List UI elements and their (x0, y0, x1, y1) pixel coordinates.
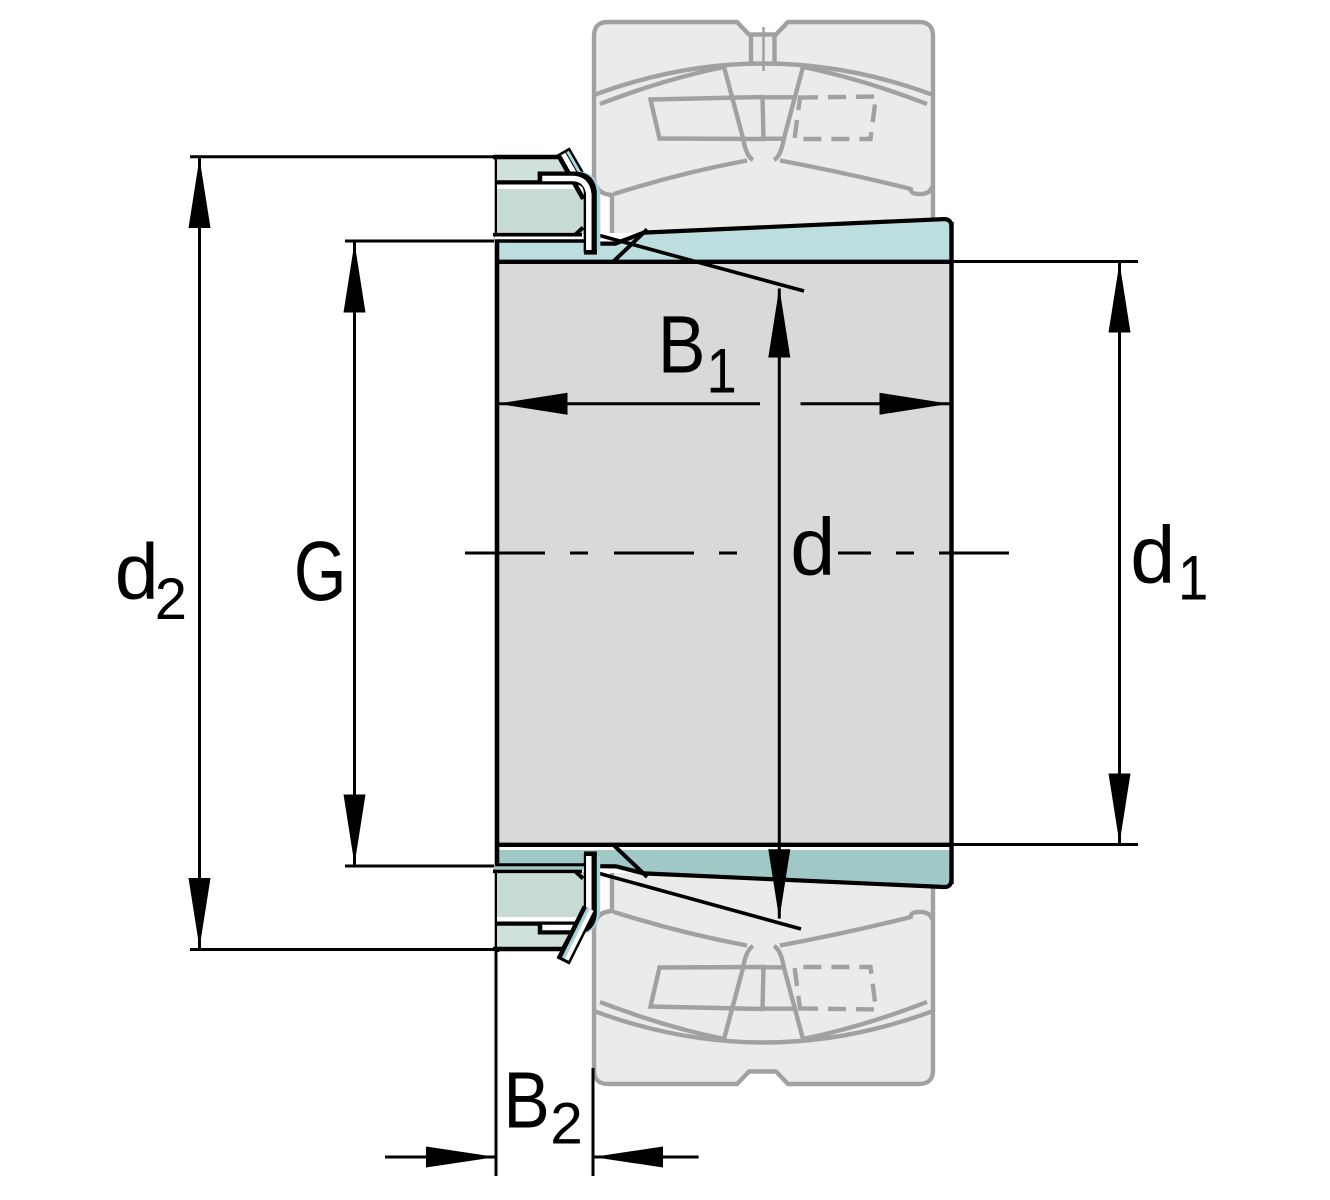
svg-text:B: B (658, 299, 706, 391)
svg-text:2: 2 (155, 567, 187, 632)
svg-text:d: d (115, 527, 159, 616)
svg-text:B: B (503, 1055, 549, 1145)
svg-text:1: 1 (1178, 541, 1208, 613)
svg-text:2: 2 (550, 1092, 583, 1157)
svg-text:1: 1 (707, 335, 737, 407)
svg-text:d: d (790, 502, 835, 592)
svg-text:G: G (294, 525, 347, 619)
svg-text:d: d (1130, 510, 1175, 600)
